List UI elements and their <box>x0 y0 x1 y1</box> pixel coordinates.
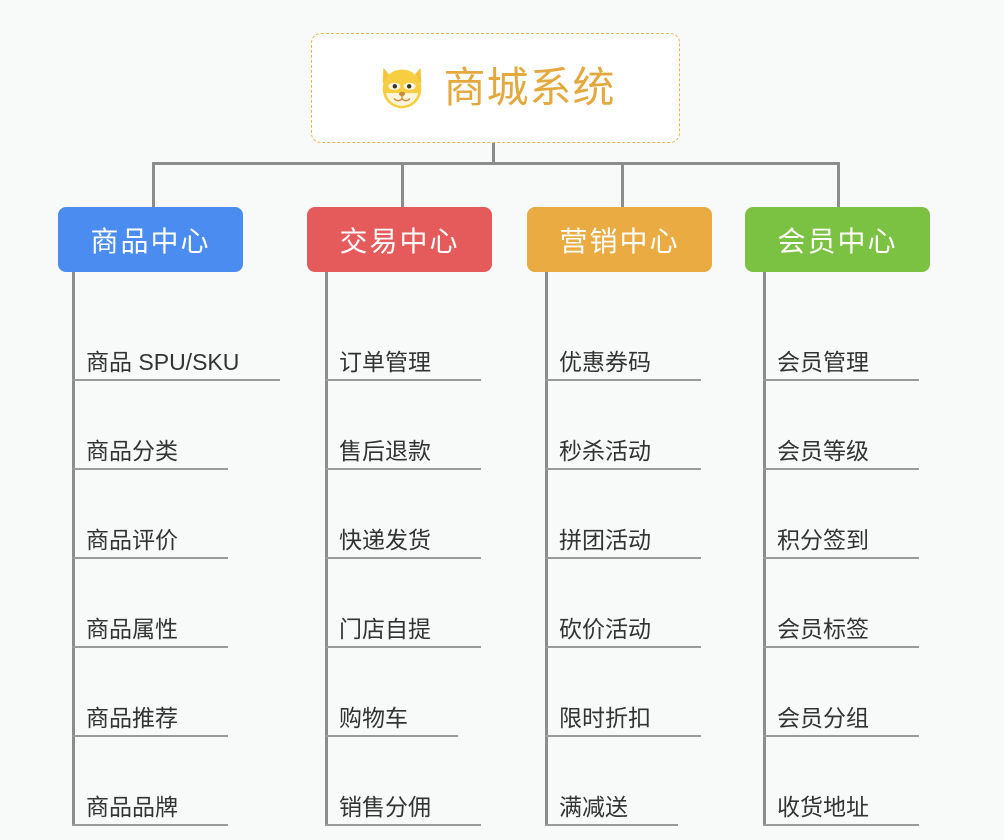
leaf-item-label: 商品分类 <box>86 437 178 464</box>
leaf-item-label: 订单管理 <box>339 348 431 375</box>
leaf-item[interactable]: 订单管理 <box>325 292 481 381</box>
leaf-item[interactable]: 销售分佣 <box>325 737 481 826</box>
leaf-item[interactable]: 商品评价 <box>72 470 228 559</box>
connector-drop-trade-center <box>401 162 404 212</box>
branch-header-label: 交易中心 <box>339 225 460 257</box>
leaf-item[interactable]: 商品 SPU/SKU <box>72 292 280 381</box>
leaf-item[interactable]: 会员标签 <box>763 559 919 648</box>
leaf-item-label: 优惠券码 <box>559 348 651 375</box>
branch-header-label: 营销中心 <box>559 225 680 257</box>
shiba-dog-face-icon <box>383 67 422 110</box>
leaf-item-label: 收货地址 <box>777 793 869 820</box>
leaf-item[interactable]: 满减送 <box>545 737 678 826</box>
leaf-item-label: 销售分佣 <box>339 793 431 820</box>
leaf-item-label: 商品推荐 <box>86 704 178 731</box>
leaf-item-label: 满减送 <box>559 793 628 820</box>
branch-header-product-center[interactable]: 商品中心 <box>58 207 243 272</box>
branch-marketing-center: 营销中心优惠券码秒杀活动拼团活动砍价活动限时折扣满减送 <box>527 207 712 826</box>
leaf-item[interactable]: 砍价活动 <box>545 559 701 648</box>
branch-header-marketing-center[interactable]: 营销中心 <box>527 207 712 272</box>
branch-header-label: 商品中心 <box>90 225 211 257</box>
leaf-item[interactable]: 优惠券码 <box>545 292 701 381</box>
connector-root-stem <box>492 143 495 164</box>
leaf-item[interactable]: 会员等级 <box>763 381 919 470</box>
branch-header-member-center[interactable]: 会员中心 <box>745 207 930 272</box>
leaf-item-label: 商品评价 <box>86 526 178 553</box>
leaf-item[interactable]: 商品属性 <box>72 559 228 648</box>
leaf-item[interactable]: 会员管理 <box>763 292 919 381</box>
connector-drop-marketing-center <box>621 162 624 212</box>
leaf-item[interactable]: 积分签到 <box>763 470 919 559</box>
leaf-item-label: 购物车 <box>339 704 408 731</box>
leaf-item-label: 商品 SPU/SKU <box>86 348 240 375</box>
connector-drop-member-center <box>837 162 840 212</box>
root-title: 商城系统 <box>443 64 616 111</box>
leaf-item-label: 商品品牌 <box>86 793 178 820</box>
branch-header-label: 会员中心 <box>777 225 898 257</box>
leaf-item[interactable]: 商品品牌 <box>72 737 228 826</box>
leaf-item[interactable]: 收货地址 <box>763 737 919 826</box>
leaf-item-label: 会员标签 <box>777 615 869 642</box>
branch-member-center: 会员中心会员管理会员等级积分签到会员标签会员分组收货地址 <box>745 207 930 826</box>
root-node[interactable]: 商城系统 <box>311 33 680 143</box>
leaf-item-label: 拼团活动 <box>559 526 651 553</box>
branch-spine-member-center <box>763 272 766 824</box>
leaf-item-label: 会员等级 <box>777 437 869 464</box>
branch-header-trade-center[interactable]: 交易中心 <box>307 207 492 272</box>
leaf-item-label: 限时折扣 <box>559 704 651 731</box>
leaf-item-label: 会员分组 <box>777 704 869 731</box>
leaf-item-label: 门店自提 <box>339 615 431 642</box>
leaf-item-label: 积分签到 <box>777 526 869 553</box>
branch-product-center: 商品中心商品 SPU/SKU 商品分类商品评价商品属性商品推荐商品品牌 <box>58 207 280 826</box>
leaf-item-label: 砍价活动 <box>559 615 651 642</box>
branch-trade-center: 交易中心订单管理售后退款快递发货门店自提购物车销售分佣 <box>307 207 492 826</box>
leaf-item-label: 售后退款 <box>339 437 431 464</box>
leaf-item-label: 快递发货 <box>339 526 431 553</box>
leaf-item-label: 商品属性 <box>86 615 178 642</box>
connector-horizontal-bus <box>152 162 839 165</box>
leaf-item[interactable]: 售后退款 <box>325 381 481 470</box>
leaf-item[interactable]: 秒杀活动 <box>545 381 701 470</box>
branch-spine-trade-center <box>325 272 328 824</box>
leaf-item[interactable]: 购物车 <box>325 648 458 737</box>
branch-spine-product-center <box>72 272 75 824</box>
leaf-item-label: 会员管理 <box>777 348 869 375</box>
leaf-item-label: 秒杀活动 <box>559 437 651 464</box>
leaf-item[interactable]: 商品推荐 <box>72 648 228 737</box>
leaf-item[interactable]: 会员分组 <box>763 648 919 737</box>
connector-drop-product-center <box>152 162 155 212</box>
leaf-item[interactable]: 门店自提 <box>325 559 481 648</box>
branch-spine-marketing-center <box>545 272 548 824</box>
leaf-item[interactable]: 商品分类 <box>72 381 228 470</box>
leaf-item[interactable]: 拼团活动 <box>545 470 701 559</box>
leaf-item[interactable]: 快递发货 <box>325 470 481 559</box>
leaf-item[interactable]: 限时折扣 <box>545 648 701 737</box>
